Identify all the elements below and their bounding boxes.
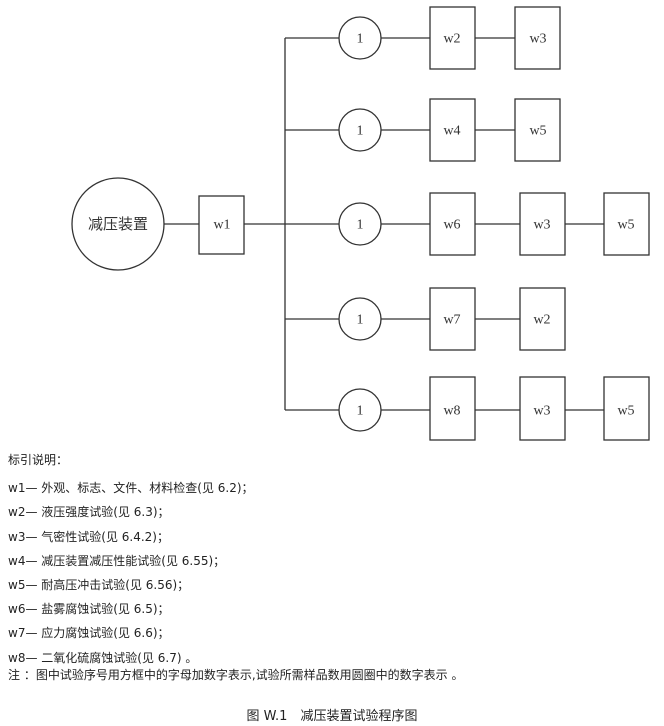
test-label: w7 <box>443 313 460 328</box>
legend-item-w4: w4— 减压装置减压性能试验(见 6.55)； <box>8 553 226 568</box>
legend-item-w5: w5— 耐高压冲击试验(见 6.56)； <box>8 578 190 593</box>
legend-item-w6: w6— 盐雾腐蚀试验(见 6.5)； <box>8 602 170 617</box>
legend-note: 注 ：图中试验序号用方框中的字母加数字表示,试验所需样品数用圆圈中的数字表示 。 <box>8 668 464 682</box>
test-label: w5 <box>529 124 546 139</box>
test-box <box>429 376 476 441</box>
legend-item-w7: w7— 应力腐蚀试验(见 6.6)； <box>8 626 170 641</box>
figure-caption: 图 W.1 减压装置试验程序图 <box>246 709 418 724</box>
test-label: w4 <box>443 124 460 139</box>
legend-title: 标引说明： <box>8 453 69 467</box>
test-label: w3 <box>533 404 550 419</box>
sample-count: 1 <box>357 313 364 328</box>
legend: 标引说明： w1— 外观、标志、文件、材料检查(见 6.2)； w2— 液压强度… <box>8 448 254 670</box>
test-label: w3 <box>533 218 550 233</box>
test-box <box>514 98 561 162</box>
w1-label: w1 <box>213 218 230 233</box>
test-procedure-diagram: 减压装置 w1 1 w2 w3 1 w4 w5 1 w6 w3 w5 1 w7 … <box>71 6 650 441</box>
sample-count: 1 <box>357 124 364 139</box>
root-label: 减压装置 <box>88 215 148 233</box>
test-label: w6 <box>443 218 460 233</box>
test-box <box>603 376 650 441</box>
sample-count: 1 <box>357 32 364 47</box>
legend-item-w8: w8— 二氧化硫腐蚀试验(见 6.7) 。 <box>8 650 198 665</box>
test-box <box>519 287 566 351</box>
test-box <box>603 192 650 256</box>
test-label: w3 <box>529 32 546 47</box>
test-box <box>514 6 561 70</box>
test-label: w5 <box>617 218 634 233</box>
test-label: w8 <box>443 404 460 419</box>
w1-box <box>198 195 245 255</box>
legend-item-w2: w2— 液压强度试验(见 6.3)； <box>8 505 170 520</box>
legend-item-w1: w1— 外观、标志、文件、材料检查(见 6.2)； <box>8 481 254 496</box>
legend-item-w3: w3— 气密性试验(见 6.4.2)； <box>8 529 169 544</box>
test-label: w5 <box>617 404 634 419</box>
sample-count: 1 <box>357 404 364 419</box>
test-label: w2 <box>533 313 550 328</box>
test-box <box>519 376 566 441</box>
test-label: w2 <box>443 32 460 47</box>
sample-count: 1 <box>357 218 364 233</box>
